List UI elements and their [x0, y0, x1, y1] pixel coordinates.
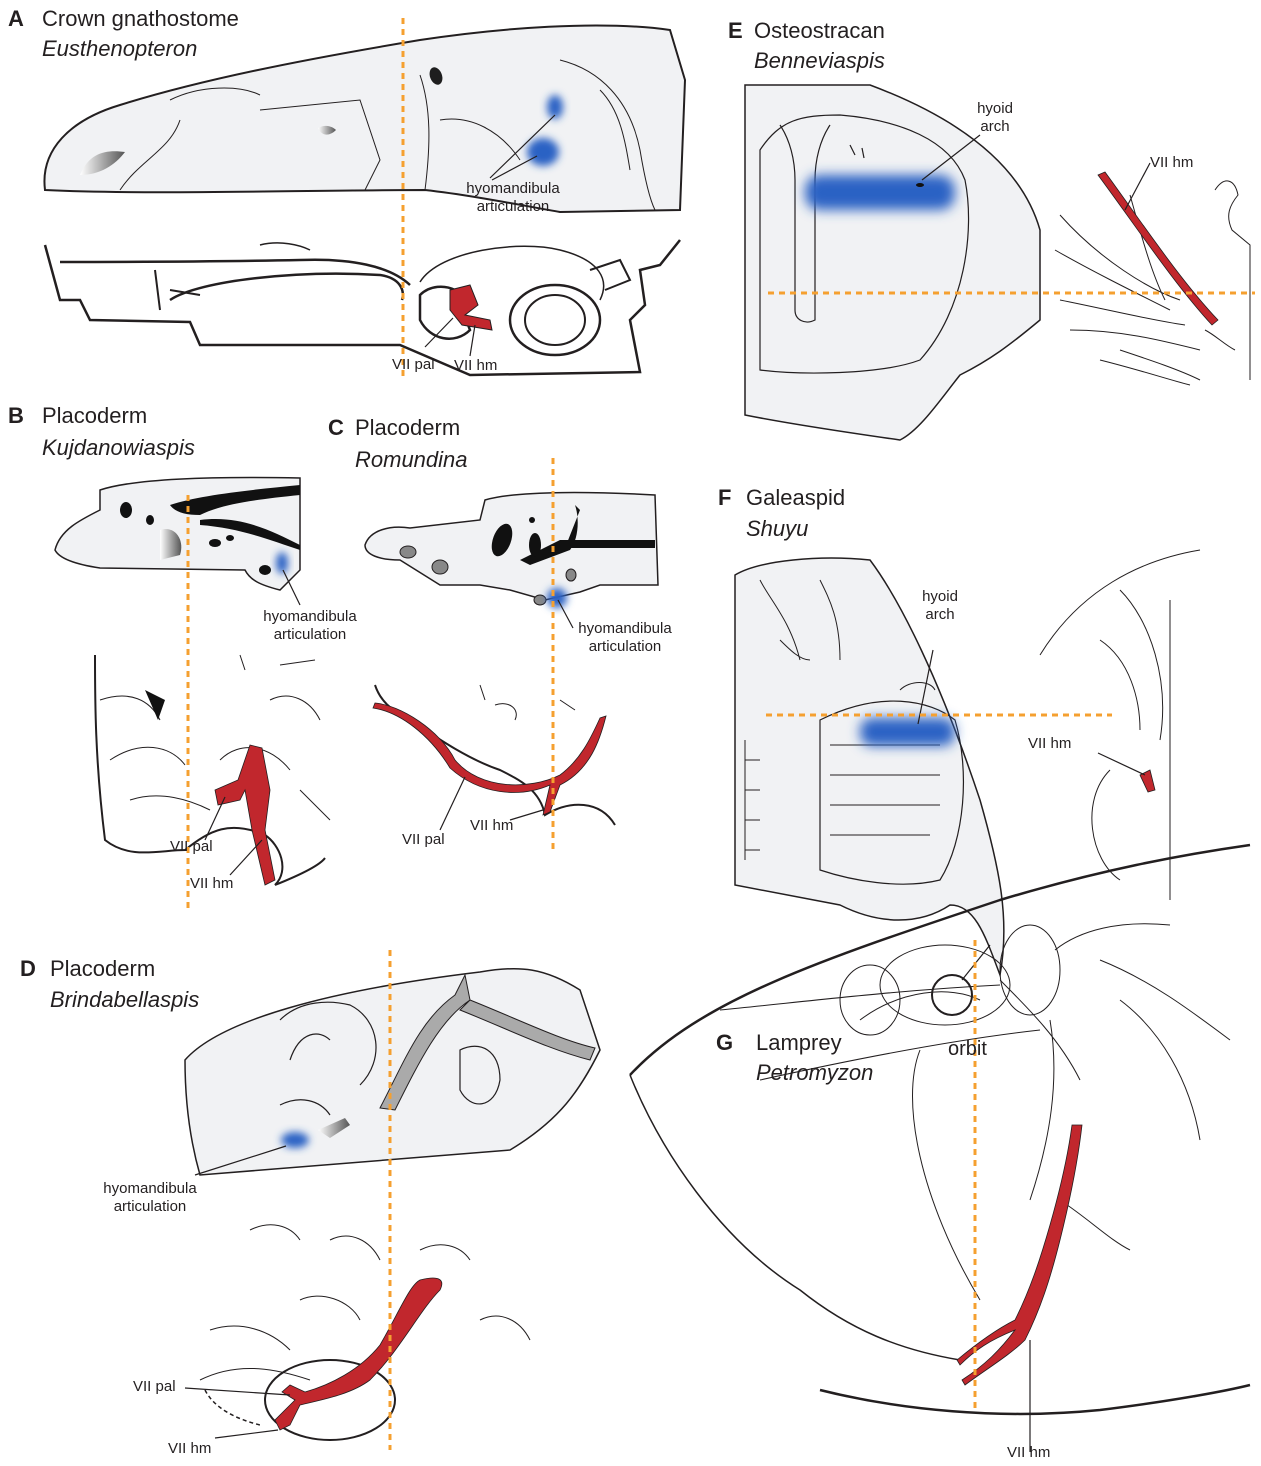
- label-line-1: hyomandibula: [240, 608, 380, 626]
- panel-c-letter: C: [328, 415, 344, 441]
- panel-e-hyoid-arch-label: hyoid arch: [960, 100, 1030, 136]
- label-line-2: arch: [960, 118, 1030, 136]
- label-line-2: articulation: [443, 198, 583, 216]
- panel-g-taxon: Petromyzon: [756, 1060, 873, 1086]
- panel-c-vii-pal-label: VII pal: [402, 831, 445, 849]
- panel-e-letter: E: [728, 18, 743, 44]
- panel-b-taxon: Kujdanowiaspis: [42, 435, 195, 461]
- panel-g-vii-hm-label: VII hm: [1007, 1444, 1050, 1462]
- panel-c-braincase: [373, 685, 615, 830]
- panel-c-taxon: Romundina: [355, 447, 468, 473]
- panel-d-letter: D: [20, 956, 36, 982]
- label-line-1: hyoid: [905, 588, 975, 606]
- label-line-2: articulation: [80, 1198, 220, 1216]
- panel-d-hyomandibula-articulation-label: hyomandibula articulation: [80, 1180, 220, 1216]
- panel-a-hyomandibula-articulation-label: hyomandibula articulation: [443, 180, 583, 216]
- label-line-1: hyoid: [960, 100, 1030, 118]
- panel-b-hyomandibula-articulation-label: hyomandibula articulation: [240, 608, 380, 644]
- panel-f-letter: F: [718, 485, 731, 511]
- panel-a-vii-pal-label: VII pal: [392, 356, 435, 374]
- label-line-2: arch: [905, 606, 975, 624]
- panel-b-vii-hm-label: VII hm: [190, 875, 233, 893]
- panel-f-hyoid-arch-label: hyoid arch: [905, 588, 975, 624]
- label-line-2: articulation: [555, 638, 695, 656]
- panel-c-skull: [365, 493, 658, 628]
- panel-e-vii-hm-label: VII hm: [1150, 154, 1193, 172]
- panel-e-group: Osteostracan: [754, 18, 885, 44]
- panel-e-braincase: [1055, 163, 1250, 385]
- panel-d-group: Placoderm: [50, 956, 155, 982]
- panel-a-vii-hm-label: VII hm: [454, 357, 497, 375]
- panel-c-hyomandibula-articulation-label: hyomandibula articulation: [555, 620, 695, 656]
- panel-f-vii-hm-label: VII hm: [1028, 735, 1071, 753]
- panel-c-group: Placoderm: [355, 415, 460, 441]
- panel-b-group: Placoderm: [42, 403, 147, 429]
- panel-f-taxon: Shuyu: [746, 516, 808, 542]
- panel-d-braincase: [185, 1225, 530, 1440]
- panel-a-letter: A: [8, 6, 24, 32]
- panel-d-taxon: Brindabellaspis: [50, 987, 199, 1013]
- label-line-1: hyomandibula: [443, 180, 583, 198]
- panel-b-letter: B: [8, 403, 24, 429]
- panel-d-vii-pal-label: VII pal: [133, 1378, 176, 1396]
- panel-b-vii-pal-label: VII pal: [170, 838, 213, 856]
- label-line-1: hyomandibula: [80, 1180, 220, 1198]
- panel-g-letter: G: [716, 1030, 733, 1056]
- panel-d-skull: [185, 969, 600, 1175]
- panel-g-orbit-label: orbit: [948, 1040, 987, 1058]
- panel-a-taxon: Eusthenopteron: [42, 36, 197, 62]
- panel-a-braincase: [45, 240, 680, 375]
- guide-lines: [188, 18, 1255, 1450]
- panel-f-group: Galeaspid: [746, 485, 845, 511]
- label-line-2: articulation: [240, 626, 380, 644]
- panel-a-group: Crown gnathostome: [42, 6, 239, 32]
- label-line-1: hyomandibula: [555, 620, 695, 638]
- panel-g-head: [630, 845, 1250, 1452]
- panel-c-vii-hm-label: VII hm: [470, 817, 513, 835]
- panel-e-headshield: [745, 85, 1040, 440]
- panel-b-skull: [55, 478, 300, 606]
- panel-g-group: Lamprey: [756, 1030, 842, 1056]
- panel-e-taxon: Benneviaspis: [754, 48, 885, 74]
- panel-d-vii-hm-label: VII hm: [168, 1440, 211, 1458]
